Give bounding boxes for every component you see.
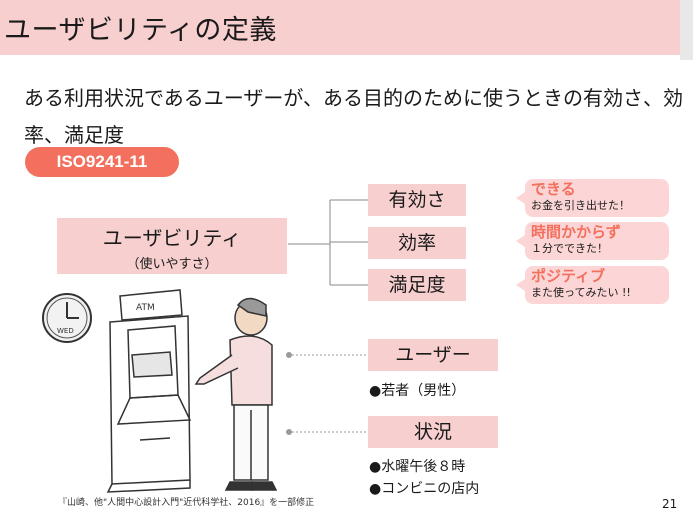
iso-standard-badge: ISO9241-11 — [25, 147, 179, 177]
wall-clock-icon: WED — [42, 293, 92, 343]
context-situation-box: 状況 — [368, 416, 498, 448]
bubble-text: また使ってみたい !! — [531, 286, 631, 299]
attribute-effectiveness: 有効さ — [368, 184, 466, 216]
bubble-title: ポジティブ — [531, 267, 606, 285]
title-bar — [0, 0, 680, 55]
usability-sub: （使いやすさ） — [126, 257, 218, 272]
bubble-effectiveness: できる お金を引き出せた！ — [516, 179, 669, 217]
context-dot — [286, 429, 292, 435]
bubble-tail — [516, 192, 525, 204]
slide-title: ユーザビリティの定義 — [4, 15, 277, 46]
user-item: ●若者（男性） — [369, 383, 466, 399]
bubble-efficiency: 時間かからず １分でできた！ — [516, 222, 669, 260]
bubble-tail — [516, 279, 525, 291]
context-user-box: ユーザー — [368, 339, 498, 371]
attribute-satisfaction: 満足度 — [368, 269, 466, 301]
attribute-efficiency: 効率 — [368, 227, 466, 259]
usability-label: ユーザビリティ — [102, 226, 242, 250]
bubble-tail — [516, 235, 525, 247]
clock-day-label: WED — [57, 327, 74, 335]
bubble-satisfaction: ポジティブ また使ってみたい !! — [516, 266, 669, 304]
citation-text: 『山崎、他"人間中心設計入門"近代科学社、2016』を一部修正 — [58, 498, 315, 508]
atm-sign-label: ATM — [136, 303, 155, 313]
page-number: 21 — [662, 497, 678, 511]
title-bar-edge — [680, 0, 693, 60]
user-figure-icon — [194, 297, 278, 491]
situation-item: ●水曜午後８時 — [369, 459, 466, 475]
bubble-text: １分でできた！ — [531, 242, 608, 255]
atm-machine-icon: ATM — [106, 289, 192, 493]
bubble-title: できる — [531, 180, 576, 198]
definition-text: ある利用状況であるユーザーが、ある目的のために使うときの有効さ、効率、満足度 — [24, 86, 683, 147]
usability-box: ユーザビリティ （使いやすさ） — [57, 218, 287, 274]
bubble-text: お金を引き出せた！ — [531, 199, 630, 212]
context-dot — [286, 352, 292, 358]
situation-item: ●コンビニの店内 — [369, 481, 480, 497]
bubble-title: 時間かからず — [531, 223, 621, 241]
